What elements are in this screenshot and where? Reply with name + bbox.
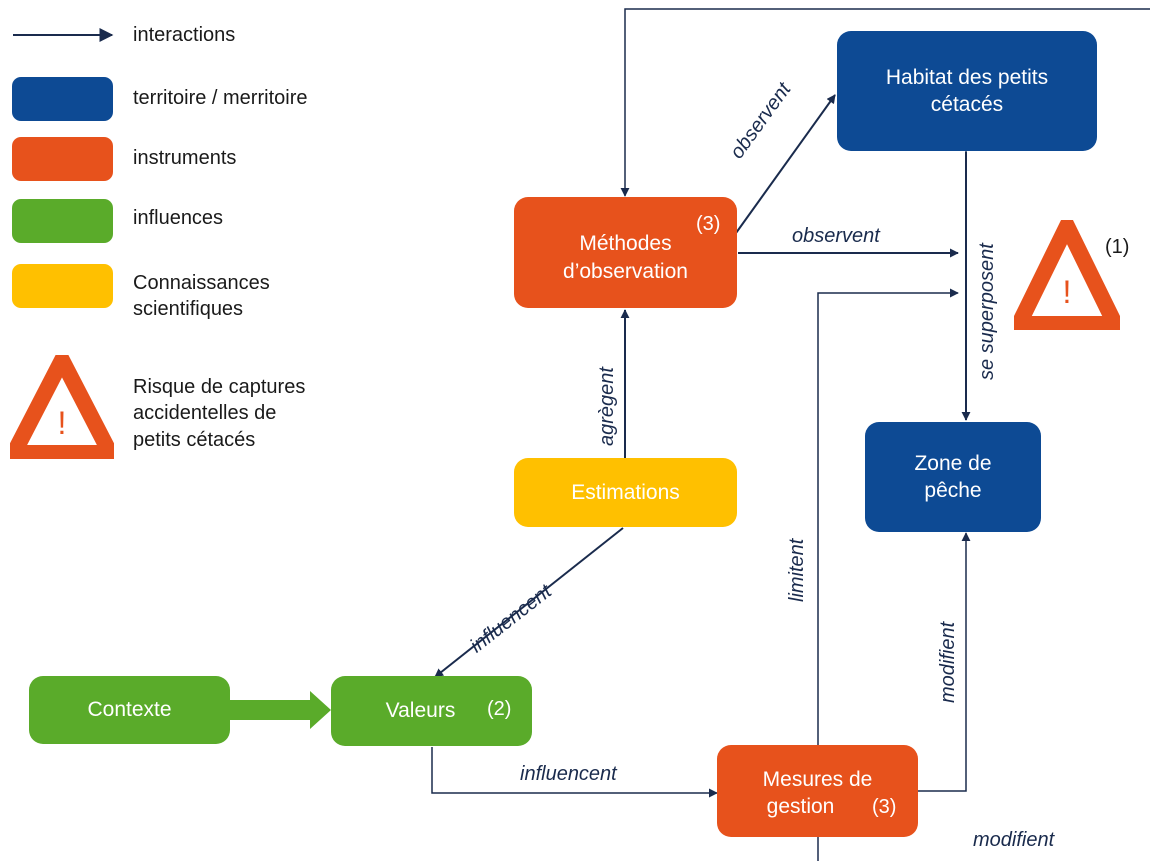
risk-note: (1) [1105,236,1130,258]
legend-knowledge-swatch [12,264,113,308]
values-node: Valeurs (2) [331,676,532,746]
methods-to-habitat-arrow [735,94,836,234]
legend-knowledge-label: Connaissances scientifiques [133,272,270,321]
legend-territory-label: territoire / merritoire [133,87,308,109]
legend-influences-label: influences [133,207,224,229]
legend-territory-swatch [12,77,113,121]
edge-label-influencent-horizontal: influencent [520,763,617,785]
context-node: Contexte [29,676,230,744]
legend-interactions-label: interactions [133,24,236,46]
edge-label-modifient-bottom: modifient [973,829,1055,851]
measures-to-zone-arrow [918,532,971,792]
estimations-to-values-arrow [434,527,624,678]
limit-arrow [817,288,959,745]
svg-text:!: ! [1063,274,1072,310]
edge-label-observent-horizontal: observent [792,225,880,247]
estimations-node: Estimations [514,458,737,527]
edge-label-se-superposent: se superposent [976,243,998,380]
methods-note: (3) [696,213,721,235]
edge-label-agregent: agrègent [596,367,618,446]
risk-warning-icon: ! [1014,220,1120,330]
top-loop-arrow [620,8,1150,197]
context-to-values-arrow [229,691,331,729]
measures-note: (3) [872,796,897,818]
values-note: (2) [487,698,512,720]
legend-risk-label: Risque de captures accidentelles de peti… [133,376,306,451]
edge-label-limitent: limitent [786,538,808,602]
legend-instruments-label: instruments [133,147,237,169]
legend-instruments-swatch [12,137,113,181]
edge-label-modifient-vertical: modifient [937,621,959,703]
svg-text:!: ! [58,405,67,441]
legend-influences-swatch [12,199,113,243]
values-to-measures-arrow [431,747,718,798]
legend-warning-icon: ! [10,355,114,459]
